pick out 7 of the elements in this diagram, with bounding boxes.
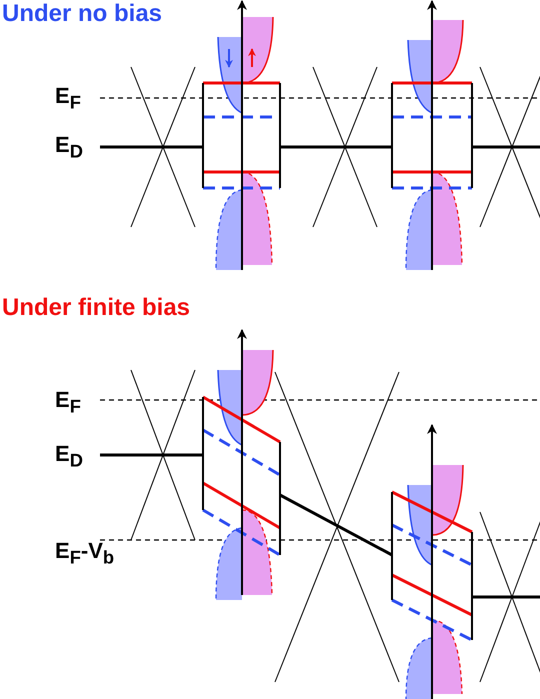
energy-level-label: E$_{D}$ (55, 134, 83, 161)
energy-level-label: E$_{F}$ (55, 85, 81, 112)
energy-level-label: E$_{F}$ (55, 389, 81, 416)
energy-level-label: E$_{D}$ (55, 443, 83, 470)
energy-level-label: E$_{F}$-V$_{b}$ (55, 540, 114, 567)
panel-heading: Under finite bias (2, 296, 190, 320)
panel-heading: Under no bias (2, 2, 162, 26)
